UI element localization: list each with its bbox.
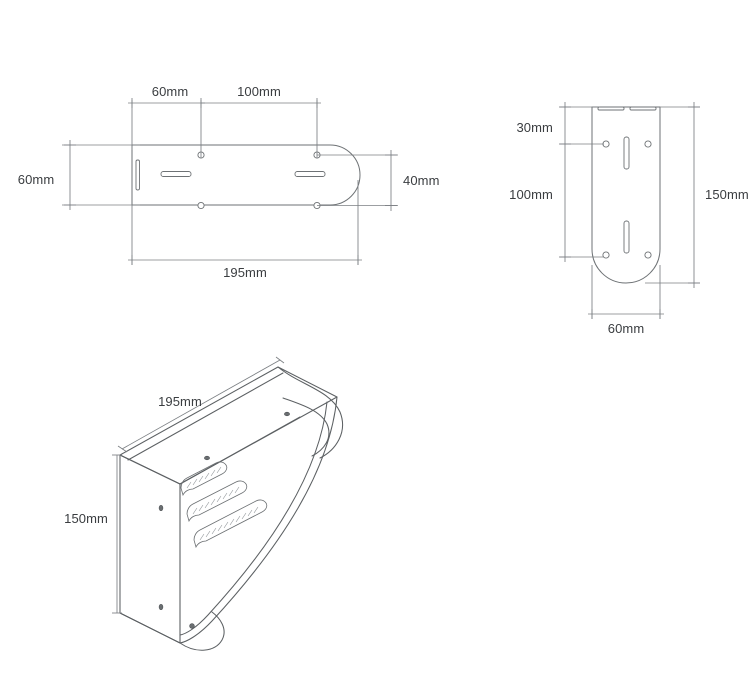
- iso-louver-3: [180, 461, 228, 497]
- iso-top-flange: [119, 366, 338, 485]
- iso-flange-ridge: [127, 372, 284, 461]
- iso-front-plate: [119, 454, 181, 644]
- top-view-hole-3: [197, 201, 205, 210]
- iso-gusset-inner-edge: [179, 401, 328, 636]
- iso-dim-150: 150mm: [64, 454, 122, 614]
- side-view-hole-4: [644, 251, 652, 259]
- side-view-outline: [591, 106, 661, 284]
- side-view-label-60: 60mm: [608, 321, 645, 336]
- iso-gusset-profile: [179, 396, 338, 644]
- side-view-dim-100: 100mm: [509, 187, 604, 258]
- iso-hole-flange-2: [284, 411, 290, 417]
- iso-bottom-return: [119, 612, 181, 644]
- iso-hole-foot: [189, 623, 195, 629]
- top-view-label-195: 195mm: [223, 265, 267, 280]
- top-view-dim-60: 60mm: [128, 84, 205, 158]
- iso-louver-group: [180, 461, 268, 549]
- top-view-label-60-left: 60mm: [18, 172, 55, 187]
- side-view-notch-right: [629, 106, 657, 111]
- iso-hole-plate-2: [158, 603, 164, 610]
- iso-hole-flange-1: [204, 455, 210, 461]
- iso-louver-2: [186, 480, 248, 523]
- isometric-view-group: 195mm 150mm: [64, 356, 344, 651]
- top-view-label-60: 60mm: [152, 84, 189, 99]
- side-view-hole-3: [602, 251, 610, 259]
- top-view-dim-40: 40mm: [317, 150, 440, 211]
- iso-label-195: 195mm: [158, 394, 202, 409]
- iso-arm-curl-inner: [282, 397, 330, 457]
- iso-louver-1: [193, 499, 268, 549]
- iso-dim-195: 195mm: [117, 356, 285, 453]
- top-view-label-100: 100mm: [237, 84, 281, 99]
- top-view-group: 60mm 60mm 100mm: [18, 84, 440, 280]
- top-view-dim-195: 195mm: [128, 180, 362, 280]
- top-view-dim-100: 100mm: [201, 84, 321, 158]
- side-view-hole-2: [644, 140, 652, 148]
- top-view-slot-right: [294, 171, 326, 177]
- side-view-slot-upper: [623, 136, 630, 170]
- side-view-dim-60: 60mm: [588, 265, 664, 336]
- side-view-dim-30: 30mm: [516, 102, 604, 262]
- side-view-label-150: 150mm: [705, 187, 749, 202]
- top-view-label-40: 40mm: [403, 173, 440, 188]
- top-view-outline: [131, 144, 361, 206]
- side-view-label-30: 30mm: [516, 120, 553, 135]
- iso-arm-curl-outer: [277, 366, 344, 459]
- side-view-label-100: 100mm: [509, 187, 553, 202]
- top-view-dim-left-height: 60mm: [18, 140, 140, 210]
- iso-foot-curl: [179, 611, 225, 651]
- side-view-notch-left: [597, 106, 625, 111]
- side-view-dim-150: 150mm: [645, 102, 749, 288]
- top-view-slot-left: [160, 171, 192, 177]
- side-view-group: 30mm 100mm 150mm: [509, 102, 749, 336]
- iso-hole-plate-1: [158, 504, 164, 511]
- iso-louver-hatch: [186, 466, 259, 541]
- top-view-edge-slot: [135, 159, 140, 191]
- iso-arm-top-line: [179, 416, 301, 485]
- side-view-slot-lower: [623, 220, 630, 254]
- iso-label-150: 150mm: [64, 511, 108, 526]
